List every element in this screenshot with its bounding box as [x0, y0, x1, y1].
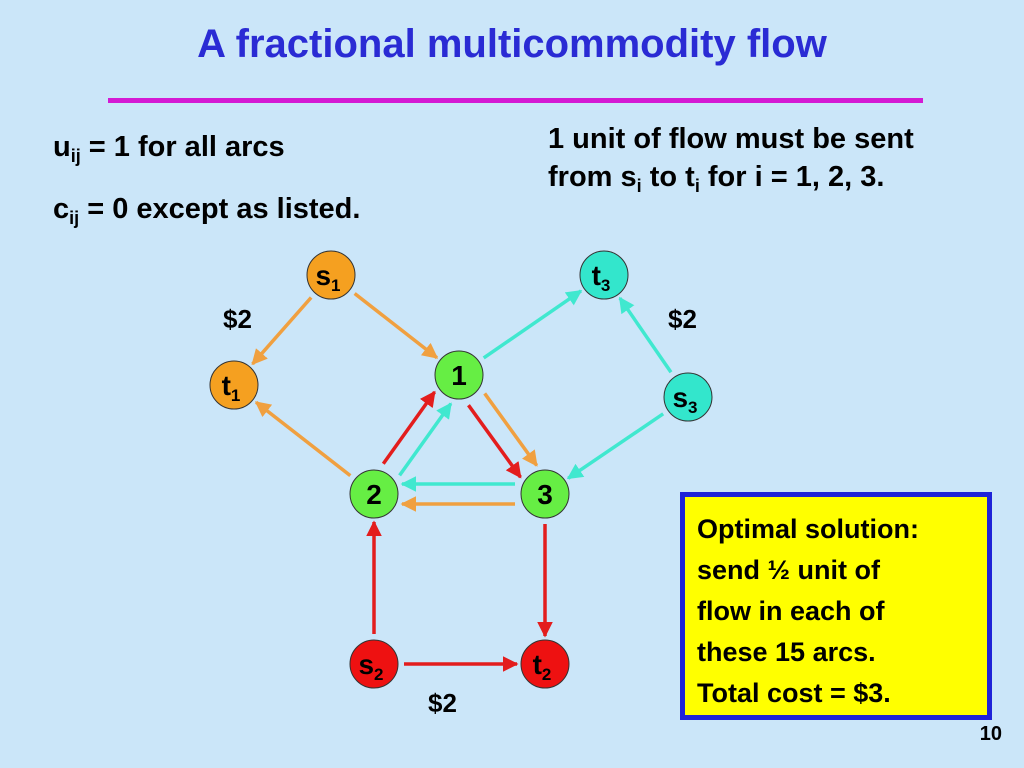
node-label: 3 [537, 479, 553, 510]
flow-requirement: 1 unit of flow must be sent from si to t… [548, 120, 914, 196]
node-label: 1 [451, 360, 467, 391]
optimal-solution-box: Optimal solution: send ½ unit of flow in… [680, 492, 992, 720]
solution-line: Optimal solution: [697, 514, 919, 544]
arc-n1-t3-cyan [482, 289, 583, 360]
node-n2: 2 [349, 469, 399, 519]
node-label-main: 1 [451, 360, 467, 391]
node-label: s1 [315, 260, 340, 295]
flow-requirement-line1: 1 unit of flow must be sent [548, 123, 914, 155]
node-label-subscript: 3 [688, 398, 697, 417]
capacity-subscript: ij [70, 146, 81, 166]
page-number: 10 [979, 723, 1002, 745]
node-label: t3 [592, 260, 611, 295]
cost-s2-t2: $2 [428, 688, 457, 718]
solution-line: send ½ unit of [697, 555, 881, 585]
title-divider [108, 98, 923, 103]
node-s2: s2 [349, 639, 399, 689]
arcs-layer [251, 289, 673, 672]
node-label-subscript: 2 [542, 665, 551, 684]
node-label-main: 3 [537, 479, 553, 510]
cost-condition: cij = 0 except as listed. [53, 190, 360, 228]
node-label: t1 [222, 370, 241, 405]
req-to: to t [641, 161, 695, 193]
node-circle [306, 250, 356, 300]
arc-s3-t3-cyan [618, 296, 673, 374]
solution-line: these 15 arcs. [697, 637, 876, 667]
node-circle [520, 469, 570, 519]
req-sub-i1: i [636, 176, 642, 196]
node-label-main: t [533, 649, 542, 680]
arc-s3-n3-cyan [566, 412, 665, 480]
node-label-main: s [315, 260, 331, 291]
capacity-text: = 1 for all arcs [80, 131, 285, 163]
cost-text: = 0 except as listed. [79, 193, 361, 225]
arc-n1-n3-orange [483, 392, 539, 467]
node-label-main: s [672, 382, 688, 413]
req-rest: for i = 1, 2, 3. [699, 161, 885, 193]
arc-n2-n1-cyan [398, 402, 453, 477]
req-from: from s [548, 161, 637, 193]
node-label-subscript: 1 [331, 276, 340, 295]
solution-line: Total cost = $3. [697, 678, 891, 708]
node-n1: 1 [434, 350, 484, 400]
capacity-condition: uij = 1 for all arcs [53, 128, 285, 166]
node-t3: t3 [579, 250, 629, 300]
node-label: t2 [533, 649, 552, 684]
node-circle [663, 372, 713, 422]
arc-n2-t1-orange [254, 400, 352, 477]
node-s1: s1 [306, 250, 356, 300]
cost-s1-t1: $2 [223, 304, 252, 334]
node-s3: s3 [663, 372, 713, 422]
req-sub-i2: i [694, 176, 700, 196]
cost-subscript: ij [69, 208, 80, 228]
node-label: 2 [366, 479, 382, 510]
node-t2: t2 [520, 639, 570, 689]
node-n3: 3 [520, 469, 570, 519]
arc-s1-t1-orange [251, 296, 313, 366]
node-t1: t1 [209, 360, 259, 410]
node-label-main: s [358, 649, 374, 680]
node-circle [520, 639, 570, 689]
node-circle [349, 639, 399, 689]
arc-s1-n1-orange [353, 292, 439, 360]
solution-line: flow in each of [697, 596, 885, 626]
node-label: s2 [358, 649, 383, 684]
node-label-main: t [222, 370, 231, 401]
slide-title: A fractional multicommodity flow [197, 22, 827, 66]
flow-requirement-line2: from si to ti for i = 1, 2, 3. [548, 158, 914, 196]
node-label-main: 2 [366, 479, 382, 510]
cost-symbol: c [53, 193, 70, 225]
node-label-subscript: 1 [231, 386, 240, 405]
cost-s3-t3: $2 [668, 304, 697, 334]
node-label-subscript: 2 [374, 665, 383, 684]
node-circle [434, 350, 484, 400]
node-label: s3 [672, 382, 697, 417]
arc-n1-n3-red [467, 404, 522, 479]
node-circle [209, 360, 259, 410]
node-circle [579, 250, 629, 300]
capacity-symbol: u [53, 131, 71, 163]
arc-n2-n1-red [381, 390, 437, 465]
node-label-main: t [592, 260, 601, 291]
node-label-subscript: 3 [601, 276, 610, 295]
node-circle [349, 469, 399, 519]
